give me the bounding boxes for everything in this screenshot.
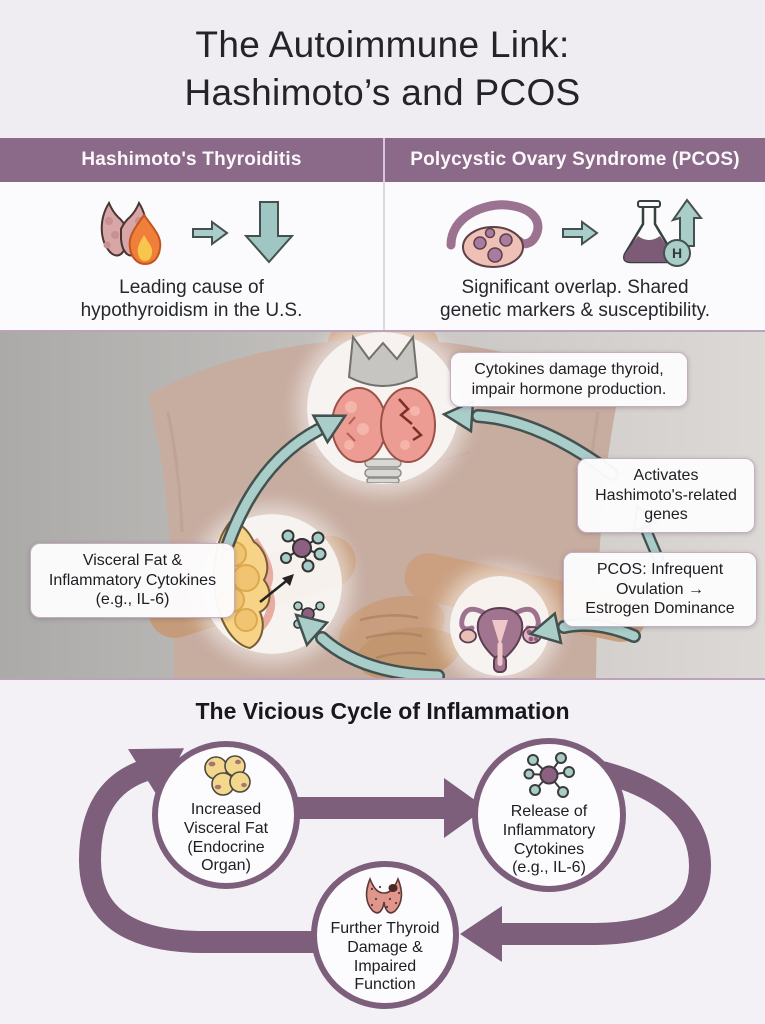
panel-hashimotos: Leading cause of hypothyroidism in the U… <box>0 182 385 330</box>
callout-cytokines-line1: Cytokines damage thyroid, <box>474 361 664 378</box>
callout-activates-line1: Activates <box>633 467 699 484</box>
callout-visceral-line3: (e.g., IL-6) <box>95 591 170 609</box>
callout-pcos-line2: Ovulation → <box>615 580 705 598</box>
header-hashimotos: Hashimoto's Thyroiditis <box>0 138 385 182</box>
column-headers: Hashimoto's Thyroiditis Polycystic Ovary… <box>0 138 765 182</box>
arrow-right-icon <box>562 220 599 246</box>
thyroid-anatomy-illustration <box>331 334 436 483</box>
callout-pcos-line1: PCOS: Infrequent <box>596 561 724 578</box>
node-cytokines-line3: Cytokines <box>513 840 585 858</box>
callout-pcos-ovulation: PCOS: Infrequent Ovulation → Estrogen Do… <box>563 552 757 627</box>
node-cytokines-line4: (e.g., IL-6) <box>512 859 586 877</box>
node-fat-line4: Organ) <box>201 857 251 875</box>
callout-visceral-line2: Inflammatory Cytokines <box>48 571 217 589</box>
hormone-flask-icon: H <box>623 198 704 267</box>
page-title: The Autoimmune Link: Hashimoto’s and PCO… <box>184 21 580 117</box>
node-release-cytokines: Release of Inflammatory Cytokines (e.g.,… <box>472 738 626 892</box>
thyroid-inflamed-icon <box>100 200 161 266</box>
hashimotos-caption: Leading cause of hypothyroidism in the U… <box>81 276 303 322</box>
node-fat-line1: Increased <box>190 800 262 818</box>
thyroid-halo <box>307 332 459 484</box>
arrow-fat-to-thyroid <box>221 414 348 551</box>
vicious-cycle-section: The Vicious Cycle of Inflammation <box>0 680 765 1024</box>
node-thyroid-line2: Damage & <box>347 938 423 956</box>
arrow-right-icon <box>191 220 229 246</box>
pcos-caption-line2: genetic markers & susceptibility. <box>440 300 710 322</box>
callout-visceral-line1: Visceral Fat & <box>82 552 183 569</box>
node-fat-line3: (Endocrine <box>187 838 265 856</box>
hashimotos-caption-line1: Leading cause of <box>119 277 264 298</box>
cytokine-molecule-icon <box>523 751 575 798</box>
pcos-icon-row: H <box>443 182 707 276</box>
flask-h-label: H <box>672 245 682 261</box>
node-thyroid-line4: Function <box>354 976 416 994</box>
body-cycle-section: Cytokines damage thyroid, impair hormone… <box>0 330 765 680</box>
node-thyroid-line1: Further Thyroid <box>330 919 440 937</box>
callout-cytokines-line2: impair hormone production. <box>471 380 667 398</box>
comparison-panels: Leading cause of hypothyroidism in the U… <box>0 182 765 330</box>
page-title-line2: Hashimoto’s and PCOS <box>184 72 581 113</box>
header-pcos: Polycystic Ovary Syndrome (PCOS) <box>410 149 740 170</box>
callout-visceral-fat: Visceral Fat & Inflammatory Cytokines (e… <box>30 543 235 618</box>
node-cytokines-line2: Inflammatory <box>502 821 596 839</box>
callout-activates-line3: genes <box>644 506 688 524</box>
callout-activates-genes: Activates Hashimoto's-related genes <box>577 458 755 533</box>
callout-cytokines-damage: Cytokines damage thyroid, impair hormone… <box>450 352 688 408</box>
cycle-arrow-thyroid-to-fat <box>78 748 324 953</box>
vicious-cycle-title: The Vicious Cycle of Inflammation <box>195 698 570 724</box>
node-thyroid-line3: Impaired <box>353 957 417 975</box>
panel-pcos: H Significant overlap. Shared genetic ma… <box>385 182 765 330</box>
callout-activates-line2: Hashimoto's-related <box>595 486 737 504</box>
arrow-uterus-to-fat <box>294 613 445 678</box>
photo-cycle-arrows <box>221 399 664 678</box>
arrow-down-icon <box>243 201 294 264</box>
cycle-arrow-fat-to-cytokines <box>296 778 486 838</box>
hashimotos-icon-row <box>87 182 297 276</box>
callout-pcos-line3: Estrogen Dominance <box>585 600 735 618</box>
page-title-line1: The Autoimmune Link: <box>195 23 570 65</box>
title-section: The Autoimmune Link: Hashimoto’s and PCO… <box>0 0 765 138</box>
fat-cells-icon <box>204 754 251 796</box>
node-fat-line2: Visceral Fat <box>183 819 269 837</box>
node-thyroid-damage: Further Thyroid Damage & Impaired Functi… <box>311 861 459 1009</box>
vicious-cycle-arrows <box>78 748 712 962</box>
hashimotos-caption-line2: hypothyroidism in the U.S. <box>80 300 303 322</box>
pcos-caption-line1: Significant overlap. Shared <box>461 277 689 298</box>
pcos-caption: Significant overlap. Shared genetic mark… <box>440 276 710 322</box>
node-cytokines-line1: Release of <box>510 802 588 820</box>
ovary-icon <box>446 200 543 268</box>
damaged-thyroid-icon <box>365 876 403 914</box>
cycle-arrow-cytokines-to-thyroid <box>460 761 712 962</box>
node-increased-visceral-fat: Increased Visceral Fat (Endocrine Organ) <box>152 741 300 889</box>
